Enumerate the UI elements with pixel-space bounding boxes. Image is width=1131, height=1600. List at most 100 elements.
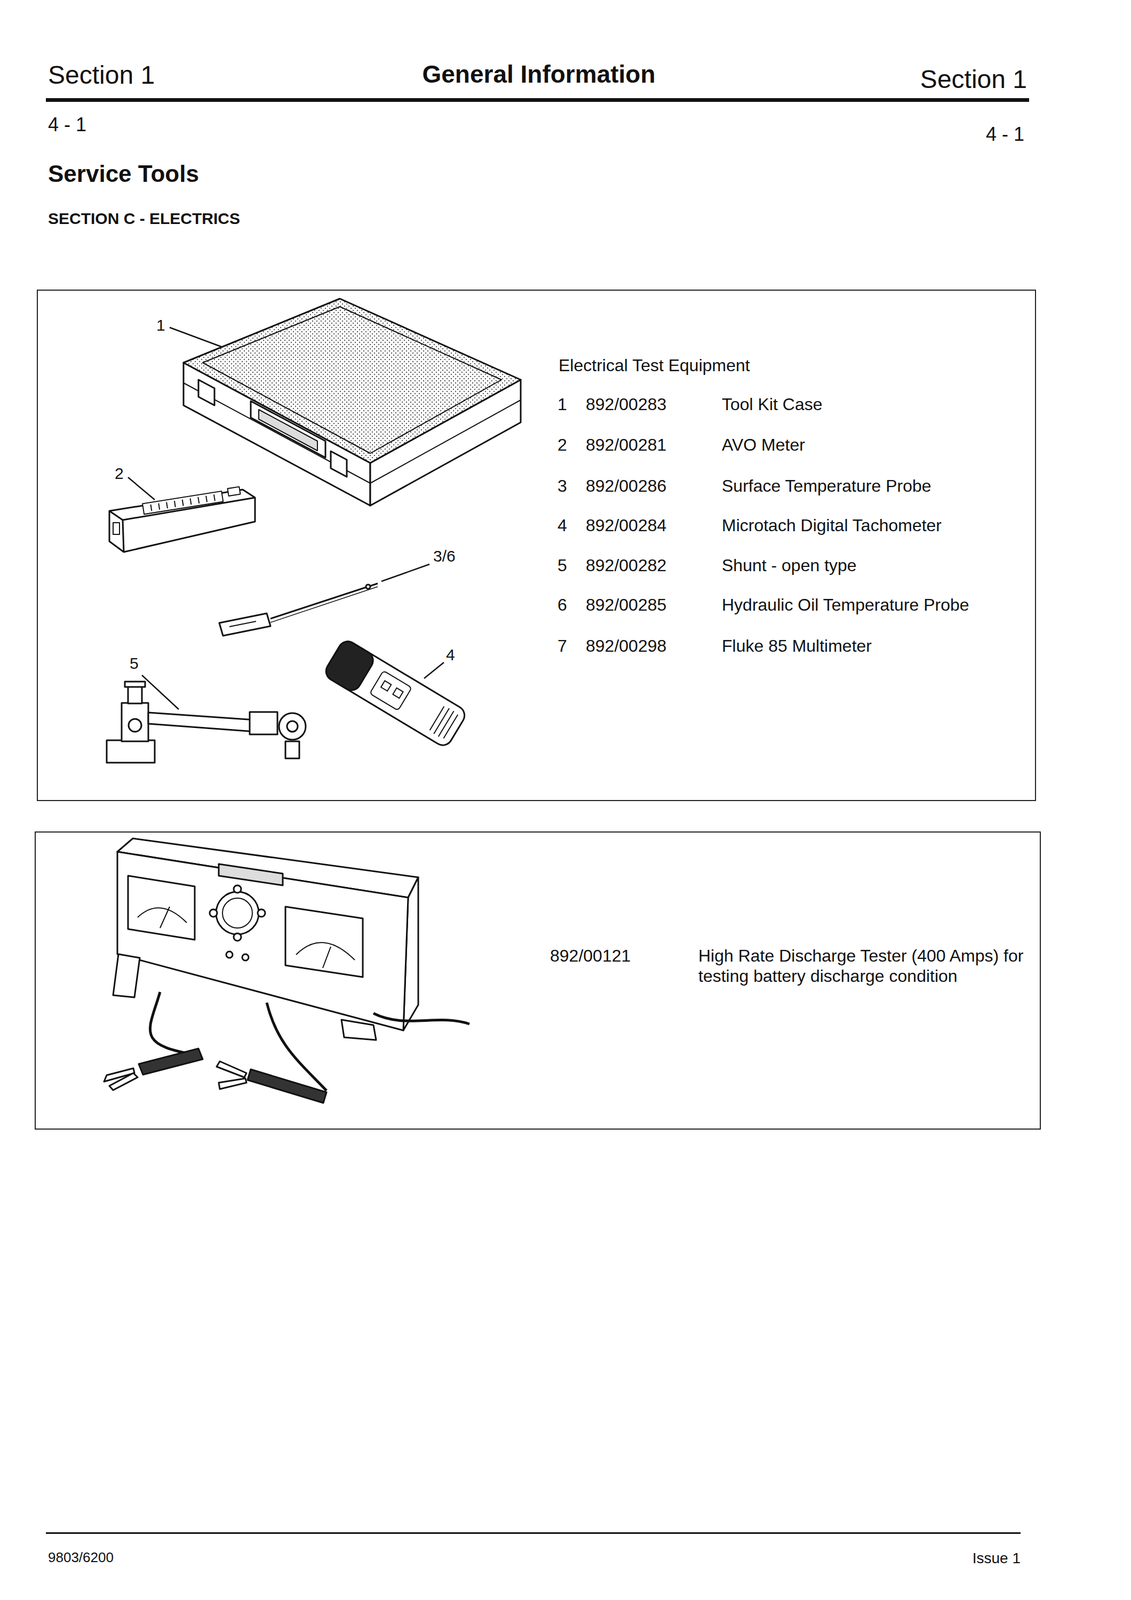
table-cell: Microtach Digital Tachometer: [721, 515, 942, 536]
avo-meter-part: [113, 522, 120, 535]
discharge-tester-part: [128, 875, 195, 941]
avo-meter: [109, 487, 256, 553]
table-cell: 6: [557, 594, 568, 616]
shunt-part: [124, 681, 146, 688]
avo-meter-part: [109, 497, 256, 521]
page-heading: Service Tools: [48, 160, 199, 189]
discharge-tester-part: [209, 909, 218, 918]
shunt-part: [148, 712, 257, 732]
discharge-tester-part: [149, 992, 198, 1056]
table-cell: 892/00298: [585, 635, 667, 657]
discharge-tester-part: [117, 851, 409, 1031]
avo-meter-part: [142, 487, 242, 515]
table-cell: 892/00283: [585, 394, 667, 415]
avo-meter-part-part: [227, 487, 241, 497]
temperature-probe-part: [270, 586, 378, 623]
footer-text: Issue 1: [972, 1549, 1021, 1568]
shunt-part: [121, 703, 149, 742]
discharge-tester-part: [113, 954, 140, 998]
callout-number: 2: [114, 464, 124, 484]
tool-case-part: [183, 298, 521, 464]
table-cell: 892/00284: [585, 515, 667, 536]
digital-tachometer-part: [443, 714, 458, 739]
table-cell: Shunt - open type: [721, 555, 857, 576]
discharge-tester-part: [216, 891, 259, 935]
tool-case-part: [183, 383, 521, 484]
avo-meter-part-part: [197, 497, 199, 504]
tool-case-part: [198, 379, 215, 406]
callout-number: 5: [129, 654, 139, 674]
avo-meter-part-part: [190, 498, 192, 505]
table-cell: 5: [557, 555, 568, 576]
page-number: 4 - 1: [48, 113, 87, 137]
temperature-probe: [219, 583, 378, 636]
table-cell: Surface Temperature Probe: [721, 475, 932, 497]
discharge-tester-part: [242, 954, 249, 961]
rule-lines: [45, 98, 1030, 1535]
page-number: 4 - 1: [985, 122, 1025, 146]
discharge-tester-part: [218, 1078, 247, 1090]
digital-tachometer-part: [380, 680, 392, 691]
discharge-tester-part: [226, 951, 233, 959]
digital-tachometer-part: [322, 638, 377, 695]
digital-tachometer-part: [322, 638, 469, 750]
callout-number: 3/6: [433, 546, 456, 567]
table-cell: Tool Kit Case: [721, 394, 823, 415]
tester-panel: 892/00121 High Rate Discharge Tester (400…: [34, 831, 1041, 1130]
table-cell: 7: [557, 635, 568, 657]
rule-lines-part: [45, 1532, 1021, 1535]
temperature-probe-part: [229, 621, 257, 627]
discharge-tester-part: [222, 898, 253, 929]
digital-tachometer-part: [429, 706, 445, 731]
discharge-tester-part: [137, 908, 187, 923]
header-text: Section 1: [920, 64, 1027, 95]
table-cell: 892/00285: [585, 594, 667, 616]
leader-lines-part: [381, 564, 430, 582]
table-cell: 4: [557, 515, 568, 536]
discharge-tester-part: [109, 1073, 138, 1091]
tool-case-part: [250, 401, 326, 458]
table-cell: 3: [557, 475, 568, 497]
part-number: 892/00121: [550, 945, 631, 967]
header-text: Section 1: [48, 59, 155, 91]
equipment-panel: Electrical Test Equipment: [36, 289, 1037, 802]
avo-meter-part-part: [182, 499, 184, 507]
shunt-part: [249, 712, 278, 735]
shunt-part: [128, 719, 142, 732]
shunt-part: [279, 713, 306, 740]
header-title: General Information: [421, 59, 656, 90]
discharge-tester-part: [247, 1069, 327, 1104]
discharge-tester-part: [218, 864, 283, 886]
discharge-tester-part: [160, 906, 170, 929]
digital-tachometer-part: [438, 711, 455, 737]
callout-number: 1: [156, 315, 166, 336]
leader-lines-part: [169, 327, 225, 348]
temperature-probe-part: [365, 584, 371, 589]
discharge-tester-part: [216, 1061, 247, 1078]
avo-meter-part: [109, 489, 256, 553]
section-subheading: SECTION C - ELECTRICS: [48, 209, 241, 229]
table-cell: 892/00281: [585, 434, 667, 456]
digital-tachometer-part: [369, 670, 412, 711]
tool-case: [183, 298, 521, 506]
temperature-probe-part: [219, 613, 271, 636]
footer-text: 9803/6200: [48, 1549, 114, 1567]
table-cell: 892/00286: [585, 475, 667, 497]
leader-lines-part: [424, 662, 444, 679]
part-description: High Rate Discharge Tester (400 Amps) fo…: [698, 945, 1035, 987]
avo-meter-part-part: [174, 500, 176, 508]
discharge-tester-part: [373, 1013, 470, 1025]
discharge-tester: [104, 838, 470, 1104]
discharge-tester-part: [322, 946, 331, 969]
table-cell: 1: [557, 394, 568, 415]
callout-number: 4: [445, 645, 456, 665]
avo-meter-part-part: [158, 503, 160, 511]
table-cell: Hydraulic Oil Temperature Probe: [721, 594, 970, 616]
digital-tachometer-part: [392, 688, 403, 699]
shunt-part: [287, 721, 298, 732]
shunt-part: [106, 740, 155, 763]
